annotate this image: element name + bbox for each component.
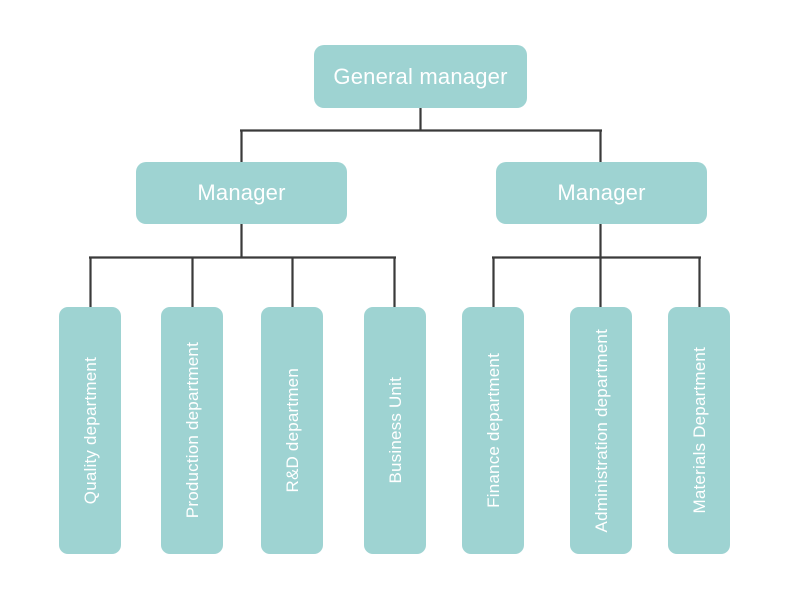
node-label-manager-left: Manager	[197, 180, 286, 205]
node-label-general-manager: General manager	[333, 63, 508, 89]
node-label-finance-department: Finance department	[483, 353, 503, 508]
node-label-administration-department: Administration department	[591, 328, 611, 533]
node-administration-department[interactable]: Administration department	[570, 307, 632, 554]
node-business-unit[interactable]: Business Unit	[364, 307, 426, 554]
node-label-business-unit: Business Unit	[385, 377, 405, 484]
node-manager-right[interactable]: Manager	[496, 162, 707, 224]
node-label-rd-department: R&D departmen	[282, 368, 302, 493]
node-manager-left[interactable]: Manager	[136, 162, 347, 224]
node-rd-department[interactable]: R&D departmen	[261, 307, 323, 554]
node-general-manager[interactable]: General manager	[314, 45, 527, 108]
node-label-manager-right: Manager	[557, 180, 646, 205]
node-quality-department[interactable]: Quality department	[59, 307, 121, 554]
node-production-department[interactable]: Production department	[161, 307, 223, 554]
node-finance-department[interactable]: Finance department	[462, 307, 524, 554]
node-label-quality-department: Quality department	[80, 356, 100, 505]
node-label-production-department: Production department	[182, 342, 202, 519]
node-materials-department[interactable]: Materials Department	[668, 307, 730, 554]
node-label-materials-department: Materials Department	[689, 347, 709, 514]
